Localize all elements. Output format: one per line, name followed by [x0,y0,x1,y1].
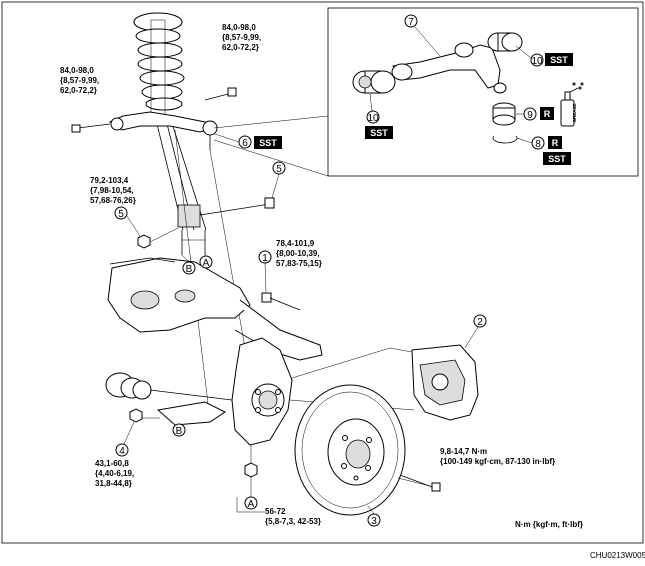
svg-text:9: 9 [527,110,533,121]
strut-rods [155,119,207,255]
r-tag-9: R [540,107,554,120]
inset-dust-boot [492,102,516,126]
unit-note: N·m {kgf·m, ft·lbf} [515,520,583,529]
svg-text:{8,57-9,99,: {8,57-9,99, [60,76,99,85]
svg-text:{5,8-7,3, 42-53}: {5,8-7,3, 42-53} [265,517,321,526]
svg-text:{7,98-10,54,: {7,98-10,54, [90,186,134,195]
svg-text:78,4-101,9: 78,4-101,9 [276,239,315,248]
callout-5-left: 5 [114,206,128,220]
svg-text:7: 7 [408,17,414,28]
torque-screw: 9,8-14,7 N·m {100-149 kgf·cm, 87-130 in·… [440,447,555,466]
svg-text:10: 10 [531,56,543,67]
grease-tube-icon [560,82,584,127]
ref-a-lower: A [244,496,258,510]
callout-7: 7 [404,14,418,28]
svg-text:31,8-44,8}: 31,8-44,8} [95,479,132,488]
svg-text:R: R [552,138,559,148]
torque-nut-4: 43,1-60,8 {4,40-6,19, 31,8-44,8} [95,459,134,488]
callout-10-left: 10 [366,110,380,124]
sst-tag-10-left: SST [365,126,393,139]
svg-text:79,2-103,4: 79,2-103,4 [90,176,129,185]
sst-tag-6: SST [254,136,282,149]
svg-text:10: 10 [367,113,379,124]
inset-upper-arm [391,42,507,94]
svg-text:SST: SST [548,154,566,164]
drive-shaft-boot [105,372,233,401]
callout-9: 9 [523,107,537,121]
svg-text:2: 2 [477,317,483,328]
inset-snap-ring [492,135,518,144]
torque-mid: 79,2-103,4 {7,98-10,54, 57,68-76,26} [90,176,136,205]
svg-text:57,83-75,15}: 57,83-75,15} [276,259,322,268]
strut-lower-bushing [177,204,201,228]
torque-bolt-1: 78,4-101,9 {8,00-10,39, 57,83-75,15} [276,239,322,268]
nut-bottom [244,445,258,478]
svg-text:SST: SST [550,55,568,65]
svg-text:57,68-76,26}: 57,68-76,26} [90,196,136,205]
svg-text:84,0-98,0: 84,0-98,0 [60,66,94,75]
steering-knuckle [231,337,293,446]
bolt-1 [261,292,301,311]
callout-4: 4 [115,443,129,457]
lower-link [129,401,226,426]
svg-text:62,0-72,2}: 62,0-72,2} [60,86,97,95]
svg-text:1: 1 [262,253,268,264]
svg-text:4: 4 [119,446,125,457]
ref-a-upper: A [199,255,213,269]
bolt-upper-left [71,123,111,133]
svg-text:9,8-14,7 N·m: 9,8-14,7 N·m [440,447,487,456]
svg-text:SST: SST [259,138,277,148]
svg-text:B: B [176,426,183,437]
callout-5-top: 5 [272,161,286,175]
callout-6: 6 [238,135,252,149]
svg-text:6: 6 [242,138,248,149]
diagram-border [1,1,644,544]
bolt-upper-right [204,87,237,101]
bolt-mid [199,197,275,216]
svg-text:5: 5 [118,209,124,220]
callout-1: 1 [258,250,272,264]
nut-mid [137,227,179,249]
inset-bushing-left [352,70,396,94]
callout-3: 3 [367,513,381,527]
upper-arm [108,111,218,150]
torque-bottom: 56-72 {5,8-7,3, 42-53} [265,507,321,526]
svg-text:{4,40-6,19,: {4,40-6,19, [95,469,134,478]
torque-top-left: 84,0-98,0 {8,57-9,99, 62,0-72,2} [60,66,99,95]
torque-top-right: 84,0-98,0 {8,57-9,99, 62,0-72,2} [222,23,261,52]
svg-text:84,0-98,0: 84,0-98,0 [222,23,256,32]
svg-text:SST: SST [370,128,388,138]
svg-text:{100-149 kgf·cm, 87-130 in·lbf: {100-149 kgf·cm, 87-130 in·lbf} [440,457,555,466]
ref-b-lower: B [172,423,186,437]
inset-bushing-right [487,32,523,52]
svg-text:62,0-72,2}: 62,0-72,2} [222,43,259,52]
grease-tube-label: GREASE [572,103,577,122]
disc-screw [399,474,441,492]
detail-inset-box [327,7,639,177]
svg-text:B: B [186,264,193,275]
lower-arm [107,257,323,361]
svg-text:{8,00-10,39,: {8,00-10,39, [276,249,320,258]
callout-10-right: 10 [530,53,544,67]
coil-spring [133,12,185,121]
brake-disc [294,384,406,516]
svg-text:43,1-60,8: 43,1-60,8 [95,459,129,468]
svg-text:{8,57-9,99,: {8,57-9,99, [222,33,261,42]
callout-2: 2 [473,314,487,328]
sst-tag-10-right: SST [545,53,573,66]
svg-text:3: 3 [371,516,377,527]
figure-code: CHU0213W005 [590,551,645,560]
sst-tag-8: SST [543,152,571,165]
r-tag-8: R [548,136,562,149]
svg-text:5: 5 [276,164,282,175]
svg-text:R: R [544,109,551,119]
svg-text:56-72: 56-72 [265,507,286,516]
svg-text:A: A [248,499,255,510]
svg-text:8: 8 [535,139,541,150]
callout-8: 8 [531,136,545,150]
brake-caliper [289,344,479,421]
svg-text:A: A [203,258,210,269]
